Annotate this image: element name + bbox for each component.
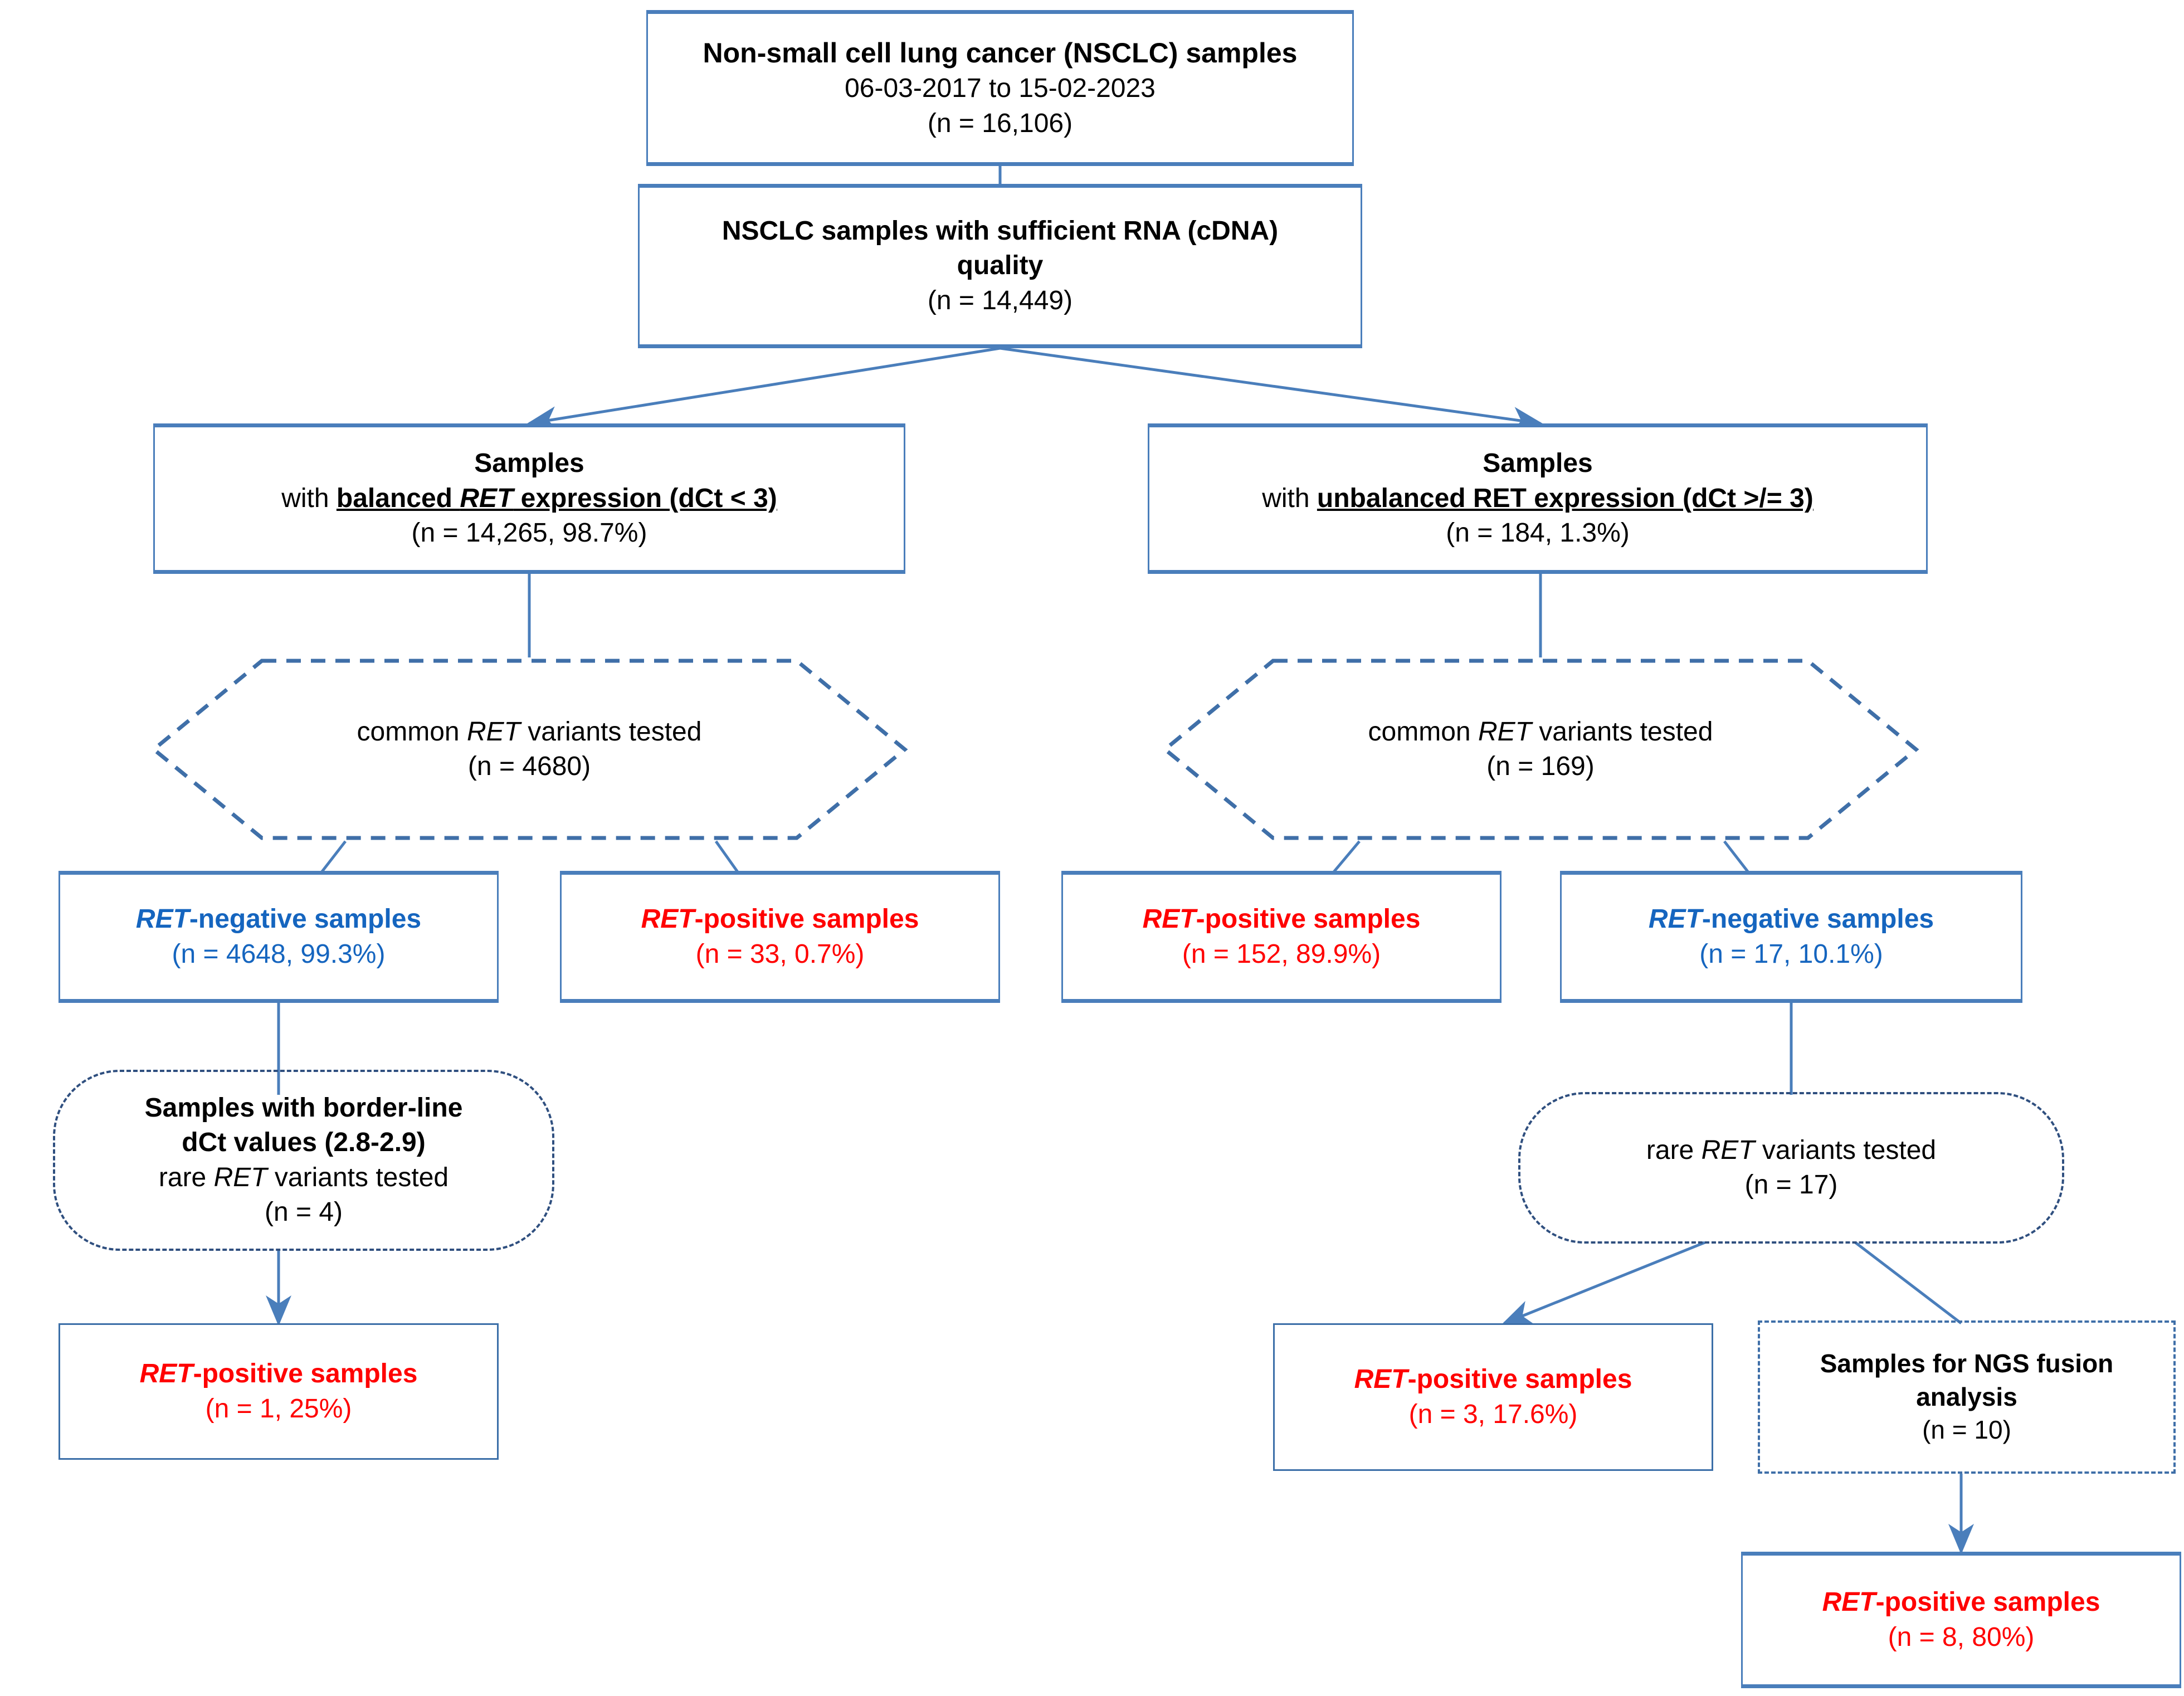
borderline-line2: dCt values (2.8-2.9) xyxy=(182,1128,426,1158)
mid-bottom-positive-label: RET-positive samples xyxy=(1354,1364,1632,1395)
left-negative-label: RET-negative samples xyxy=(135,904,422,934)
left-bottom-positive-count: (n = 1, 25%) xyxy=(205,1393,352,1424)
node-ret-negative-right: RET-negative samples (n = 17, 10.1%) xyxy=(1560,871,2022,1003)
node-ret-positive-rare: RET-positive samples (n = 3, 17.6%) xyxy=(1273,1323,1713,1471)
edge-rna-to-balanced xyxy=(526,347,1001,432)
ngs-count: (n = 10) xyxy=(1922,1415,2011,1445)
right-positive-label: RET-positive samples xyxy=(1142,904,1421,934)
hexleft-label: common RET variants tested xyxy=(357,717,702,747)
node-rna-quality: NSCLC samples with sufficient RNA (cDNA)… xyxy=(638,184,1362,348)
hexleft-count: (n = 4680) xyxy=(467,752,591,781)
node-ret-positive-right: RET-positive samples (n = 152, 89.9%) xyxy=(1061,871,1502,1003)
node-balanced-expression: Samples with balanced RET expression (dC… xyxy=(153,423,905,574)
node-borderline-dct: Samples with border-line dCt values (2.8… xyxy=(53,1070,554,1251)
balanced-criteria: with balanced RET expression (dCt < 3) xyxy=(281,483,777,513)
node-ngs-fusion-samples: Samples for NGS fusion analysis (n = 10) xyxy=(1758,1320,2176,1474)
unbalanced-criteria: with unbalanced RET expression (dCt >/= … xyxy=(1262,483,1814,513)
hexright-count: (n = 169) xyxy=(1486,752,1595,781)
hexagon-right-shape xyxy=(1162,659,1919,840)
node-common-variants-right: common RET variants tested (n = 169) xyxy=(1162,657,1919,841)
left-negative-count: (n = 4648, 99.3%) xyxy=(172,939,386,969)
ngs-positive-count: (n = 8, 80%) xyxy=(1888,1622,2035,1652)
mid-bottom-positive-count: (n = 3, 17.6%) xyxy=(1408,1399,1578,1429)
nsclc-daterange: 06-03-2017 to 15-02-2023 xyxy=(845,74,1156,104)
rare-right-count: (n = 17) xyxy=(1744,1170,1838,1200)
hexright-label: common RET variants tested xyxy=(1368,717,1713,747)
right-negative-count: (n = 17, 10.1%) xyxy=(1699,939,1883,969)
balanced-title: Samples xyxy=(474,449,584,479)
borderline-line1: Samples with border-line xyxy=(144,1093,463,1123)
borderline-line3: rare RET variants tested xyxy=(158,1162,449,1192)
rare-right-label: rare RET variants tested xyxy=(1646,1135,1937,1165)
edge-rare-to-positive3 xyxy=(1502,1241,1705,1325)
ngs-positive-label: RET-positive samples xyxy=(1822,1587,2100,1617)
node-ret-positive-borderline: RET-positive samples (n = 1, 25%) xyxy=(58,1323,499,1460)
borderline-count: (n = 4) xyxy=(264,1197,343,1227)
hexagon-left-shape xyxy=(150,659,908,840)
node-unbalanced-expression: Samples with unbalanced RET expression (… xyxy=(1148,423,1928,574)
rna-quality-title: NSCLC samples with sufficient RNA (cDNA) xyxy=(722,216,1279,246)
node-nsclc-samples: Non-small cell lung cancer (NSCLC) sampl… xyxy=(646,10,1354,166)
left-positive-count: (n = 33, 0.7%) xyxy=(695,939,865,969)
left-bottom-positive-label: RET-positive samples xyxy=(139,1359,418,1389)
node-common-variants-left: common RET variants tested (n = 4680) xyxy=(150,657,908,841)
right-positive-count: (n = 152, 89.9%) xyxy=(1182,939,1381,969)
ngs-line2: analysis xyxy=(1916,1382,2017,1411)
node-ret-positive-ngs: RET-positive samples (n = 8, 80%) xyxy=(1741,1552,2181,1688)
unbalanced-title: Samples xyxy=(1483,449,1593,479)
left-positive-label: RET-positive samples xyxy=(641,904,919,934)
node-ret-positive-left: RET-positive samples (n = 33, 0.7%) xyxy=(560,871,1000,1003)
ngs-line1: Samples for NGS fusion xyxy=(1820,1348,2114,1378)
rna-quality-count: (n = 14,449) xyxy=(927,285,1073,315)
right-negative-label: RET-negative samples xyxy=(1648,904,1934,934)
unbalanced-count: (n = 184, 1.3%) xyxy=(1446,518,1630,548)
nsclc-count: (n = 16,106) xyxy=(927,108,1073,138)
nsclc-title: Non-small cell lung cancer (NSCLC) sampl… xyxy=(703,37,1298,69)
edge-rare-to-ngs xyxy=(1854,1241,1962,1324)
node-rare-variants-right: rare RET variants tested (n = 17) xyxy=(1518,1092,2064,1244)
edge-rna-to-unbalanced xyxy=(1000,347,1543,432)
node-ret-negative-left: RET-negative samples (n = 4648, 99.3%) xyxy=(58,871,499,1003)
rna-quality-title2: quality xyxy=(957,251,1044,281)
balanced-count: (n = 14,265, 98.7%) xyxy=(411,518,647,548)
